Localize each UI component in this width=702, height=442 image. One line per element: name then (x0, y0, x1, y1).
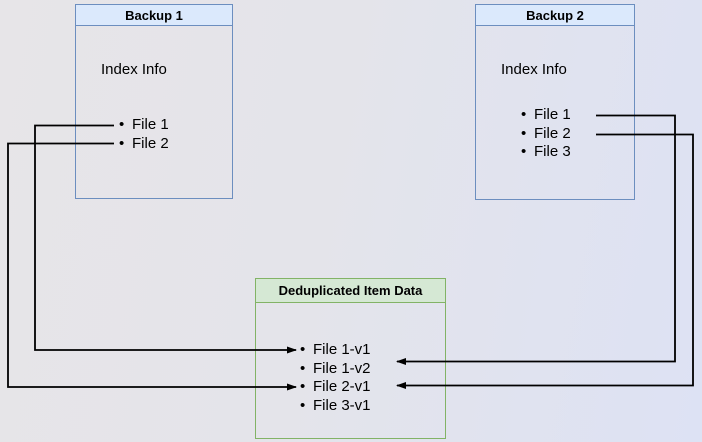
dedup-item-file3v1-label: File 3-v1 (313, 396, 371, 414)
backup2-index-info-label: Index Info (501, 61, 567, 78)
bullet-icon: • (300, 359, 306, 377)
backup1-file-1-label: File 1 (132, 116, 169, 133)
bullet-icon: • (521, 124, 527, 142)
backup2-title: Backup 2 (476, 5, 634, 26)
list-item: • File 2 (521, 125, 571, 144)
list-item: • File 2-v1 (300, 378, 371, 397)
backup1-box: Backup 1 (75, 4, 233, 199)
backup2-file-1-label: File 1 (534, 106, 571, 123)
bullet-icon: • (521, 106, 527, 123)
dedup-title: Deduplicated Item Data (256, 279, 445, 303)
bullet-icon: • (300, 341, 306, 358)
list-item: • File 1-v1 (300, 341, 371, 360)
dedup-item-file1v1-label: File 1-v1 (313, 341, 371, 358)
backup2-file-2-label: File 2 (534, 124, 571, 142)
dedup-item-file1v2-label: File 1-v2 (313, 359, 371, 377)
backup2-box: Backup 2 (475, 4, 635, 200)
backup1-file-list: • File 1 • File 2 (119, 116, 169, 153)
backup2-file-3-label: File 3 (534, 143, 571, 160)
list-item: • File 2 (119, 135, 169, 154)
list-item: • File 1 (119, 116, 169, 135)
bullet-icon: • (300, 396, 306, 414)
backup2-file-list: • File 1 • File 2 • File 3 (521, 106, 571, 162)
list-item: • File 1 (521, 106, 571, 125)
bullet-icon: • (119, 116, 125, 133)
list-item: • File 3-v1 (300, 397, 371, 416)
backup1-title: Backup 1 (76, 5, 232, 26)
dedup-item-file2v1-label: File 2-v1 (313, 378, 371, 395)
bullet-icon: • (521, 143, 527, 160)
bullet-icon: • (300, 378, 306, 395)
list-item: • File 1-v2 (300, 360, 371, 379)
bullet-icon: • (119, 134, 125, 152)
backup1-file-2-label: File 2 (132, 134, 169, 152)
list-item: • File 3 (521, 143, 571, 162)
dedup-item-list: • File 1-v1 • File 1-v2 • File 2-v1 • Fi… (300, 341, 371, 415)
backup1-index-info-label: Index Info (101, 61, 167, 78)
